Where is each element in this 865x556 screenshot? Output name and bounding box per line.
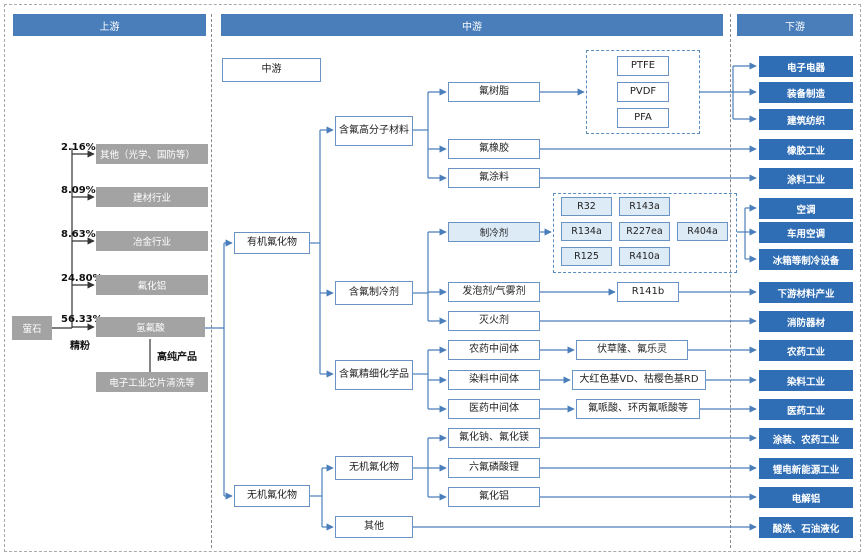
use-aluminum-fluoride: 氟化铝 (96, 275, 208, 295)
outer-frame (4, 4, 861, 552)
organic-fluorides: 有机氟化物 (234, 232, 310, 254)
downstream-vehicle-ac: 车用空调 (759, 222, 853, 243)
pct-other: 2.16% (61, 142, 96, 153)
fluoropolymers: 含氟高分子材料 (335, 116, 413, 146)
label-high-purity: 高纯产品 (157, 352, 197, 363)
pct-hydrofluoric-acid: 56.33% (61, 314, 103, 325)
inorganic-fluorides-group: 无机氟化物 (335, 456, 413, 480)
foaming-aerosol-agent: 发泡剂/气雾剂 (448, 282, 540, 302)
code-r143a: R143a (619, 197, 670, 216)
fluorine-fine-chemicals: 含氟精细化学品 (335, 360, 413, 390)
refrigerant: 制冷剂 (448, 222, 540, 242)
refrigerant-code-group (553, 193, 737, 273)
downstream-electronics: 电子电器 (759, 56, 853, 77)
dye-products: 大红色基VD、枯樱色基RD (572, 370, 706, 390)
downstream-materials: 下游材料产业 (759, 282, 853, 303)
fire-extinguishing-agent: 灭火剂 (448, 311, 540, 331)
source-fluorite: 萤石 (12, 316, 52, 340)
aluminum-fluoride: 氟化铝 (448, 487, 540, 507)
divider-midstream-downstream (730, 14, 731, 548)
resin-pfa: PFA (617, 108, 669, 128)
downstream-pharma: 医药工业 (759, 399, 853, 420)
code-r141b: R141b (617, 282, 679, 302)
fluororubber: 氟橡胶 (448, 139, 540, 159)
downstream-dye: 染料工业 (759, 370, 853, 391)
downstream-air-conditioning: 空调 (759, 198, 853, 219)
downstream-electrolytic-aluminum: 电解铝 (759, 487, 853, 508)
pct-aluminum-fluoride: 24.80% (61, 273, 103, 284)
pct-metallurgy: 8.63% (61, 229, 96, 240)
header-midstream: 中游 (221, 14, 723, 36)
downstream-pickling-petroleum: 酸洗、石油液化 (759, 517, 853, 538)
downstream-coatings: 涂料工业 (759, 168, 853, 189)
downstream-equipment: 装备制造 (759, 82, 853, 103)
downstream-rubber: 橡胶工业 (759, 139, 853, 160)
fluorine-refrigerants: 含氟制冷剂 (335, 281, 413, 305)
resin-group (586, 50, 700, 134)
use-metallurgy: 冶金行业 (96, 231, 208, 251)
downstream-pesticide: 农药工业 (759, 340, 853, 361)
downstream-fire-equipment: 消防器材 (759, 311, 853, 332)
divider-upstream-midstream (211, 14, 212, 548)
fluororesin: 氟树脂 (448, 82, 540, 102)
downstream-lithium-battery: 锂电新能源工业 (759, 458, 853, 479)
pharma-products: 氟哌酸、环丙氟哌酸等 (576, 399, 700, 419)
fluorocoating: 氟涂料 (448, 168, 540, 188)
use-building: 建材行业 (96, 187, 208, 207)
code-r227ea: R227ea (619, 222, 670, 241)
resin-pvdf: PVDF (617, 82, 669, 102)
downstream-refrigeration: 冰箱等制冷设备 (759, 249, 853, 270)
use-hydrofluoric-acid: 氢氟酸 (96, 317, 205, 337)
inorganic-other: 其他 (335, 516, 413, 538)
code-r32: R32 (561, 197, 612, 216)
midstream-label: 中游 (222, 58, 321, 82)
use-electronics-cleaning: 电子工业芯片清洗等 (96, 372, 208, 392)
header-upstream: 上游 (13, 14, 206, 36)
code-r404a: R404a (677, 222, 728, 241)
code-r125: R125 (561, 247, 612, 266)
use-other: 其他（光学、国防等） (96, 144, 208, 164)
resin-ptfe: PTFE (617, 56, 669, 76)
dye-intermediate: 染料中间体 (448, 370, 540, 390)
label-refined-powder: 精粉 (70, 341, 90, 352)
pesticide-intermediate: 农药中间体 (448, 340, 540, 360)
pharma-intermediate: 医药中间体 (448, 399, 540, 419)
code-r134a: R134a (561, 222, 612, 241)
pct-building: 8.09% (61, 185, 96, 196)
code-r410a: R410a (619, 247, 670, 266)
header-downstream: 下游 (737, 14, 853, 36)
lithium-hexafluorophosphate: 六氟磷酸锂 (448, 458, 540, 478)
downstream-construction-textile: 建筑纺织 (759, 109, 853, 130)
downstream-coating-pesticide: 涂装、农药工业 (759, 428, 853, 449)
sodium-magnesium-fluoride: 氟化钠、氟化镁 (448, 428, 540, 448)
inorganic-fluorides: 无机氟化物 (234, 485, 310, 507)
pesticide-products: 伏草隆、氟乐灵 (576, 340, 688, 360)
